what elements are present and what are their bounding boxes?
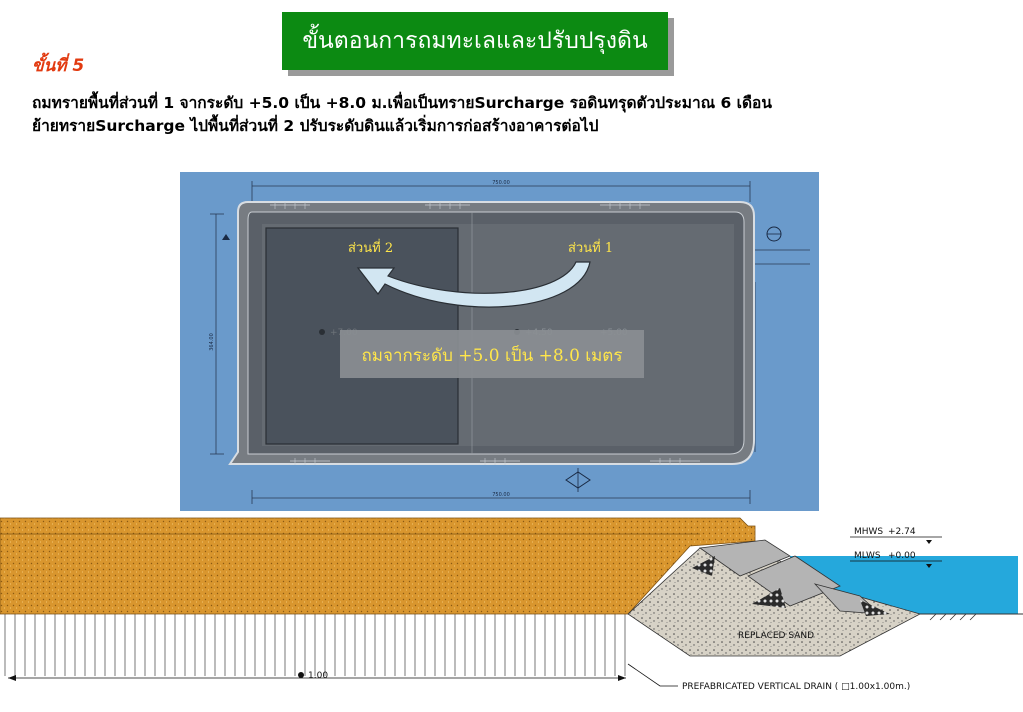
fill-label-box — [340, 330, 644, 378]
water-level-icon — [926, 540, 932, 544]
spacing-label: 1.00 — [308, 671, 328, 681]
cross-section: MHWS +2.74 MLWS +0.00 REPLACED SAND 1.00… — [0, 496, 1023, 708]
plan-view: 750.00 750.00 364.00 — [180, 172, 819, 511]
replaced-sand-label: REPLACED SAND — [738, 631, 814, 641]
mhws-value: +2.74 — [888, 527, 916, 537]
vertical-drain-zone — [0, 612, 628, 676]
mhws-label: MHWS — [854, 527, 883, 537]
gate-symbol-icon — [565, 468, 591, 492]
fill-label: ถมจากระดับ +5.0 เป็น +8.0 เมตร — [362, 344, 623, 366]
description-line-1: ถมทรายพื้นที่ส่วนที่ 1 จากระดับ +5.0 เป็… — [32, 94, 772, 112]
marker-icon — [222, 234, 230, 240]
zone-1-label: ส่วนที่ 1 — [568, 239, 613, 256]
step-label: ขั้นที่ 5 — [32, 56, 85, 76]
spacing-marker-icon — [298, 672, 304, 678]
sand-fill — [0, 517, 756, 615]
armour-rock — [698, 539, 791, 577]
page-title: ขั้นตอนการถมทะเลและปรับปรุงดิน — [302, 28, 648, 54]
pvd-label: PREFABRICATED VERTICAL DRAIN ( □1.00x1.0… — [682, 682, 910, 692]
zone-2-label: ส่วนที่ 2 — [348, 239, 393, 256]
dim-top: 750.00 — [492, 180, 510, 186]
dim-left: 364.00 — [209, 333, 215, 351]
description-line-2: ย้ายทรายSurcharge ไปพื้นที่ส่วนที่ 2 ปรั… — [32, 117, 599, 135]
title-banner: ขั้นตอนการถมทะเลและปรับปรุงดิน — [282, 12, 668, 70]
dim-bottom: 750.00 — [492, 492, 510, 498]
description: ถมทรายพื้นที่ส่วนที่ 1 จากระดับ +5.0 เป็… — [32, 92, 1002, 138]
mlws-label: MLWS — [854, 551, 881, 561]
mlws-value: +0.00 — [888, 551, 916, 561]
north-arrow-icon — [766, 226, 782, 242]
transfer-arrow-icon — [356, 261, 591, 308]
